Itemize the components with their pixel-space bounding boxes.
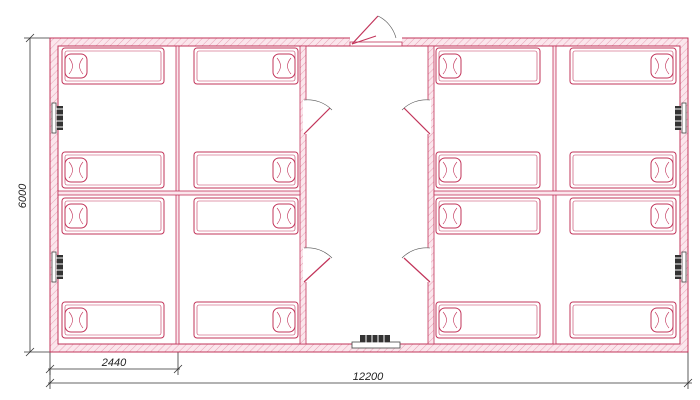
bed-icon [61, 301, 165, 339]
bed-icon [61, 151, 165, 189]
radiators [51, 102, 687, 349]
pillow-icon [64, 203, 88, 229]
middle-wall-right [433, 190, 681, 196]
doors [303, 15, 431, 283]
door-icon [303, 99, 333, 135]
bed-icon [569, 151, 677, 189]
bed-icon [435, 197, 541, 235]
bed-icon [435, 47, 541, 85]
bed-icon [435, 151, 541, 189]
bed-icon [435, 301, 541, 339]
radiator-icon [674, 251, 687, 283]
bed-icon [193, 301, 299, 339]
radiator-icon [51, 251, 64, 283]
middle-wall-left [57, 190, 301, 196]
pillow-icon [438, 203, 462, 229]
bed-icon [61, 197, 165, 235]
radiator-icon [351, 334, 401, 349]
pillow-icon [438, 53, 462, 79]
bed-icon [569, 47, 677, 85]
pillow-icon [64, 307, 88, 333]
beds [61, 47, 677, 339]
dimension-total-length: 12200 [353, 371, 384, 383]
radiator-icon [51, 102, 64, 134]
bed-icon [569, 301, 677, 339]
radiator-icon [674, 102, 687, 134]
dimension-module-width: 2440 [101, 357, 127, 369]
corridor-wall-right [427, 45, 435, 345]
pillow-icon [272, 203, 296, 229]
door-icon [349, 15, 403, 47]
walls [49, 37, 689, 353]
door-icon [303, 247, 333, 283]
corridor-wall-left [299, 45, 307, 345]
dimension-lines [24, 33, 693, 389]
bed-icon [61, 47, 165, 85]
pillow-icon [272, 157, 296, 183]
pillow-icon [64, 53, 88, 79]
dimension-total-height: 6000 [17, 183, 29, 208]
outer-wall [49, 37, 689, 353]
bed-icon [193, 47, 299, 85]
pillow-icon [650, 307, 674, 333]
bed-icon [193, 197, 299, 235]
pillow-icon [272, 53, 296, 79]
pillow-icon [650, 53, 674, 79]
pillow-icon [64, 157, 88, 183]
pillow-icon [650, 203, 674, 229]
pillow-icon [272, 307, 296, 333]
door-icon [401, 247, 431, 283]
pillow-icon [438, 157, 462, 183]
bed-icon [193, 151, 299, 189]
pillow-icon [650, 157, 674, 183]
pillow-icon [438, 307, 462, 333]
bed-icon [569, 197, 677, 235]
door-icon [401, 99, 431, 135]
